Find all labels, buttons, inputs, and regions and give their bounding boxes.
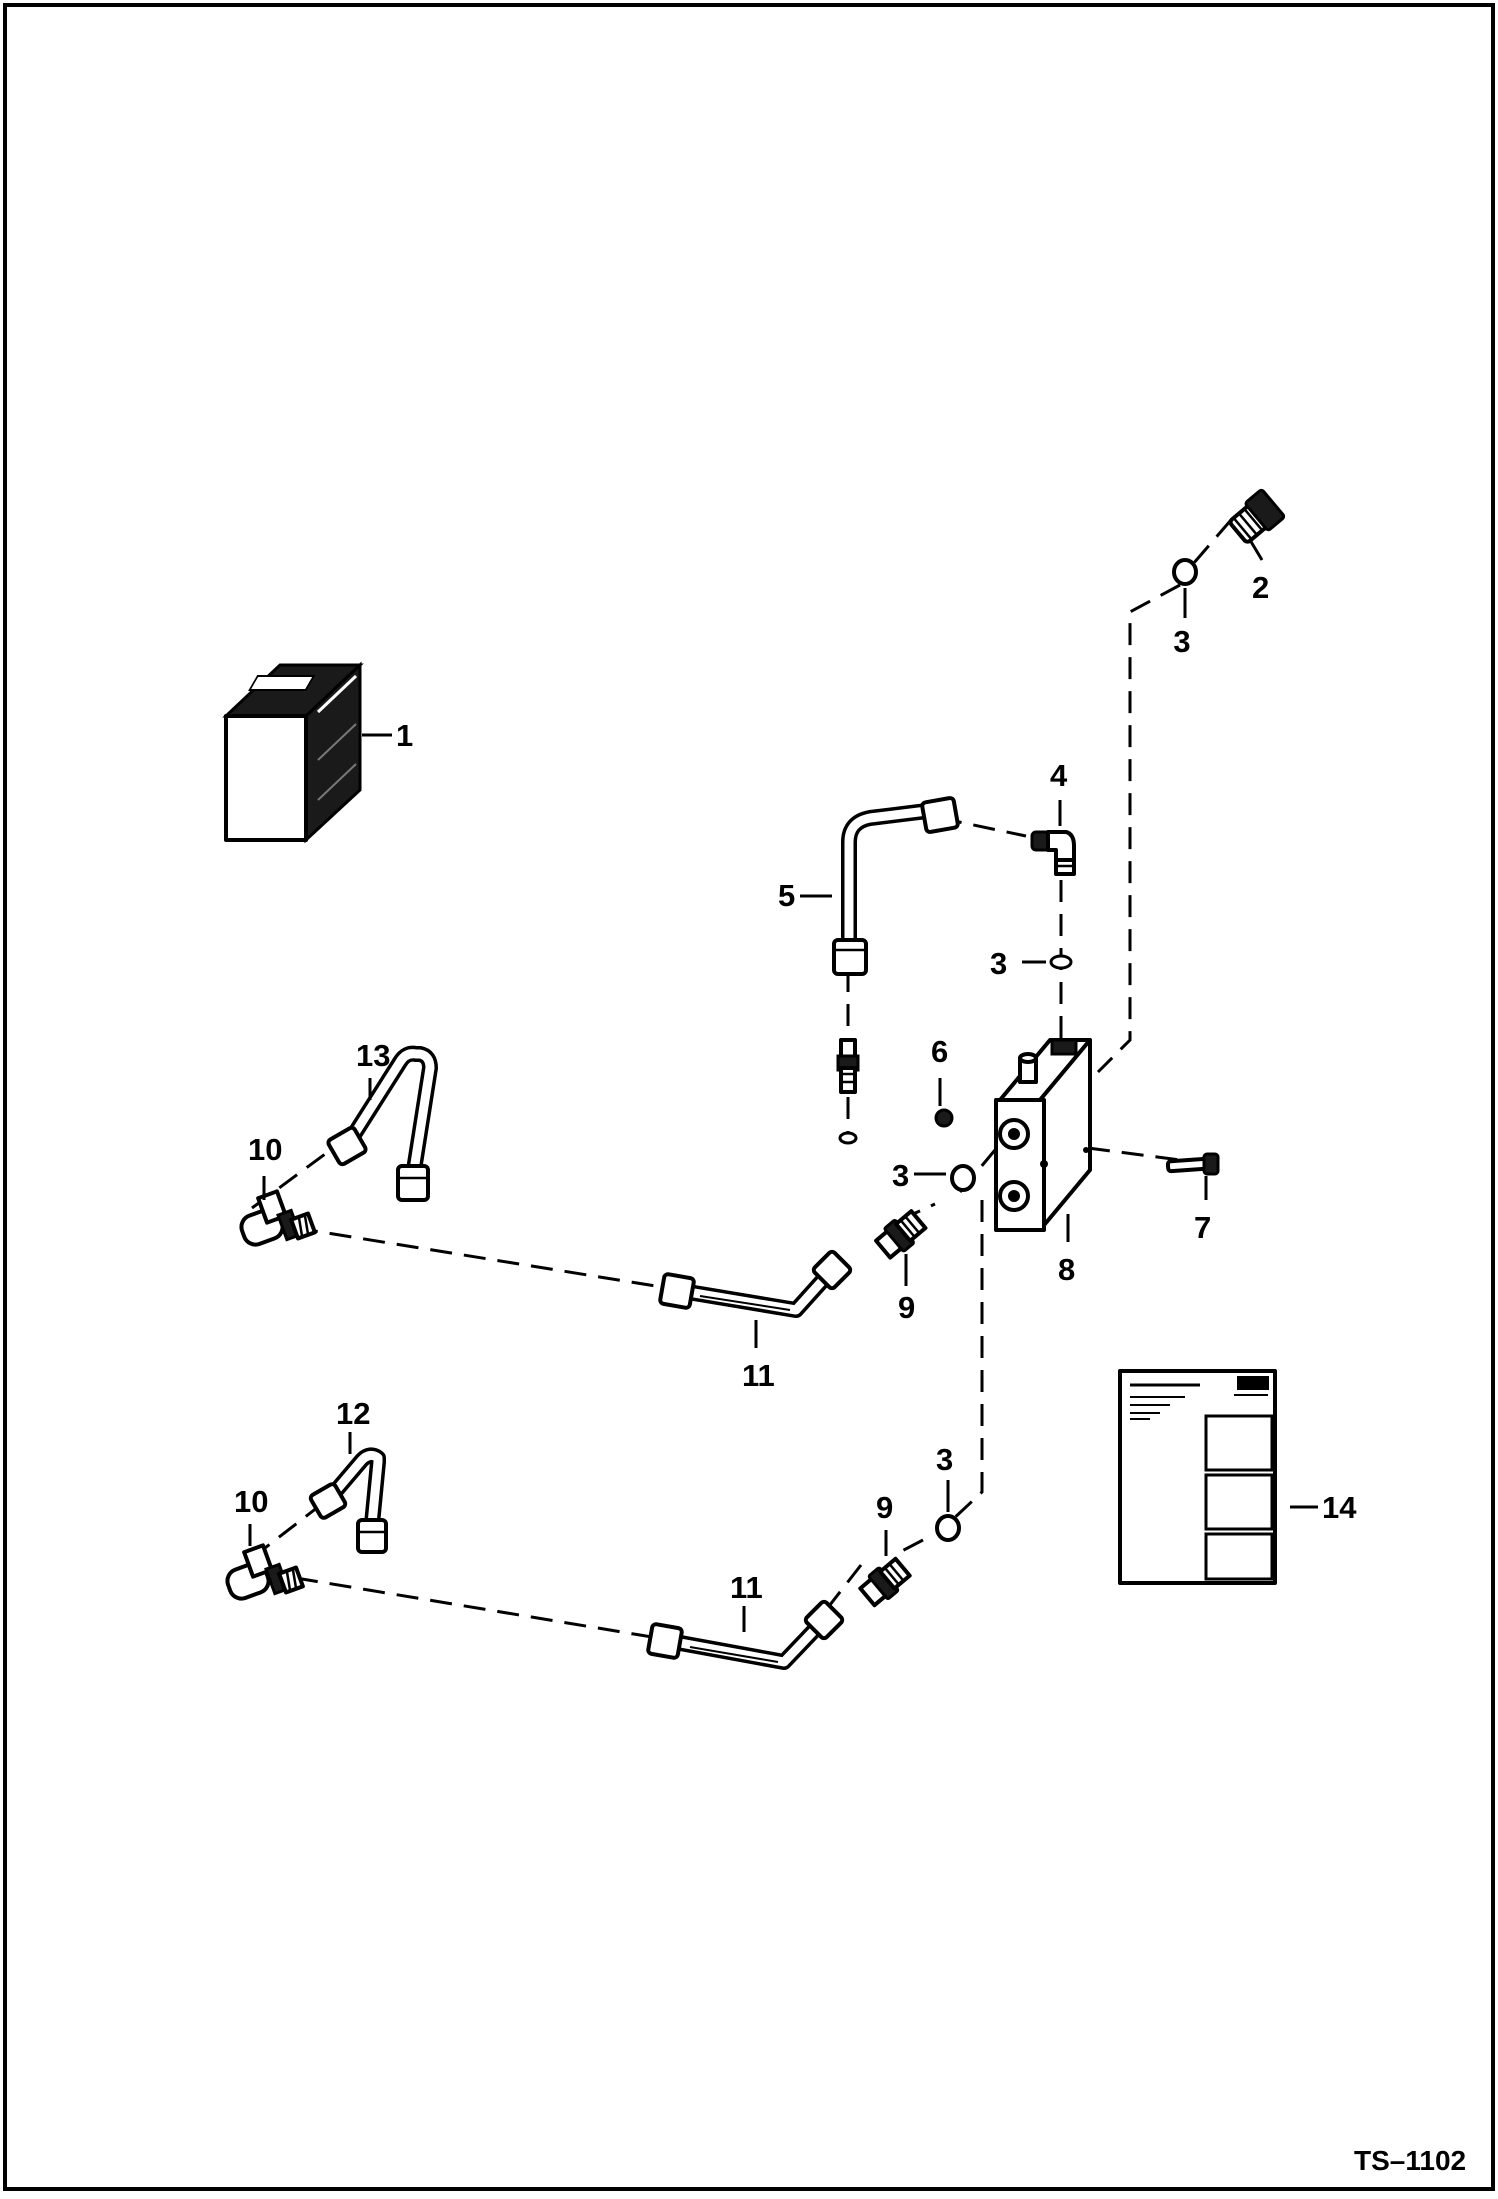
part-5-bent-tube [832,796,960,976]
callout-10-lower: 10 [234,1484,268,1519]
callout-1: 1 [396,718,413,753]
part-4-elbow-fitting [1030,830,1076,876]
callout-13: 13 [356,1038,390,1073]
part-3-o-ring-valve-front [950,1164,976,1192]
part-13-tube-assembly [326,1045,438,1202]
part-8-valve-block [994,1038,1092,1232]
callout-9-upper: 9 [898,1290,915,1325]
assembly-lines [251,519,1233,1640]
part-5-connector [836,1038,860,1094]
part-12-tube-assembly [308,1447,388,1554]
part-3-o-ring-small [838,1131,858,1145]
callout-10-upper: 10 [248,1132,282,1167]
callout-11-upper: 11 [742,1358,775,1393]
part-11-tube-upper [658,1249,853,1318]
part-3-o-ring-valve-top [1049,954,1073,970]
callout-3-valve-top: 3 [990,946,1007,981]
part-3-o-ring-lower [935,1514,961,1542]
part-1-kit-box [222,661,364,844]
callout-8: 8 [1058,1252,1075,1287]
callout-4: 4 [1050,758,1068,793]
page-border [3,3,1495,2191]
part-7-bolt [1165,1152,1220,1176]
callout-2: 2 [1252,570,1269,605]
callout-3-lower: 3 [936,1442,953,1477]
callout-14: 14 [1322,1490,1357,1525]
callout-3-top: 3 [1173,624,1190,659]
part-9-fitting-upper [874,1209,928,1260]
callout-6: 6 [931,1034,948,1069]
callout-9-lower: 9 [876,1490,893,1525]
callout-7: 7 [1194,1210,1211,1245]
callout-3-valve-front: 3 [892,1158,909,1193]
part-11-tube-lower [646,1599,845,1670]
callout-11-lower: 11 [730,1570,763,1605]
part-2-fitting [1228,488,1286,544]
part-9-fitting-lower [858,1556,912,1608]
document-reference: TS–1102 [1354,2145,1466,2176]
leader-lines [248,539,1318,1632]
part-14-instruction-sheet [1118,1369,1277,1585]
part-3-o-ring-top [1172,558,1198,586]
part-10-tee-fitting-upper [239,1189,317,1247]
part-6-plug [934,1108,954,1128]
callout-12: 12 [336,1396,370,1431]
callout-5: 5 [778,878,795,913]
part-10-tee-fitting-lower [225,1543,305,1601]
callout-labels: 1 2 3 4 5 3 6 3 7 8 9 11 10 13 12 10 9 3… [234,570,1357,1605]
